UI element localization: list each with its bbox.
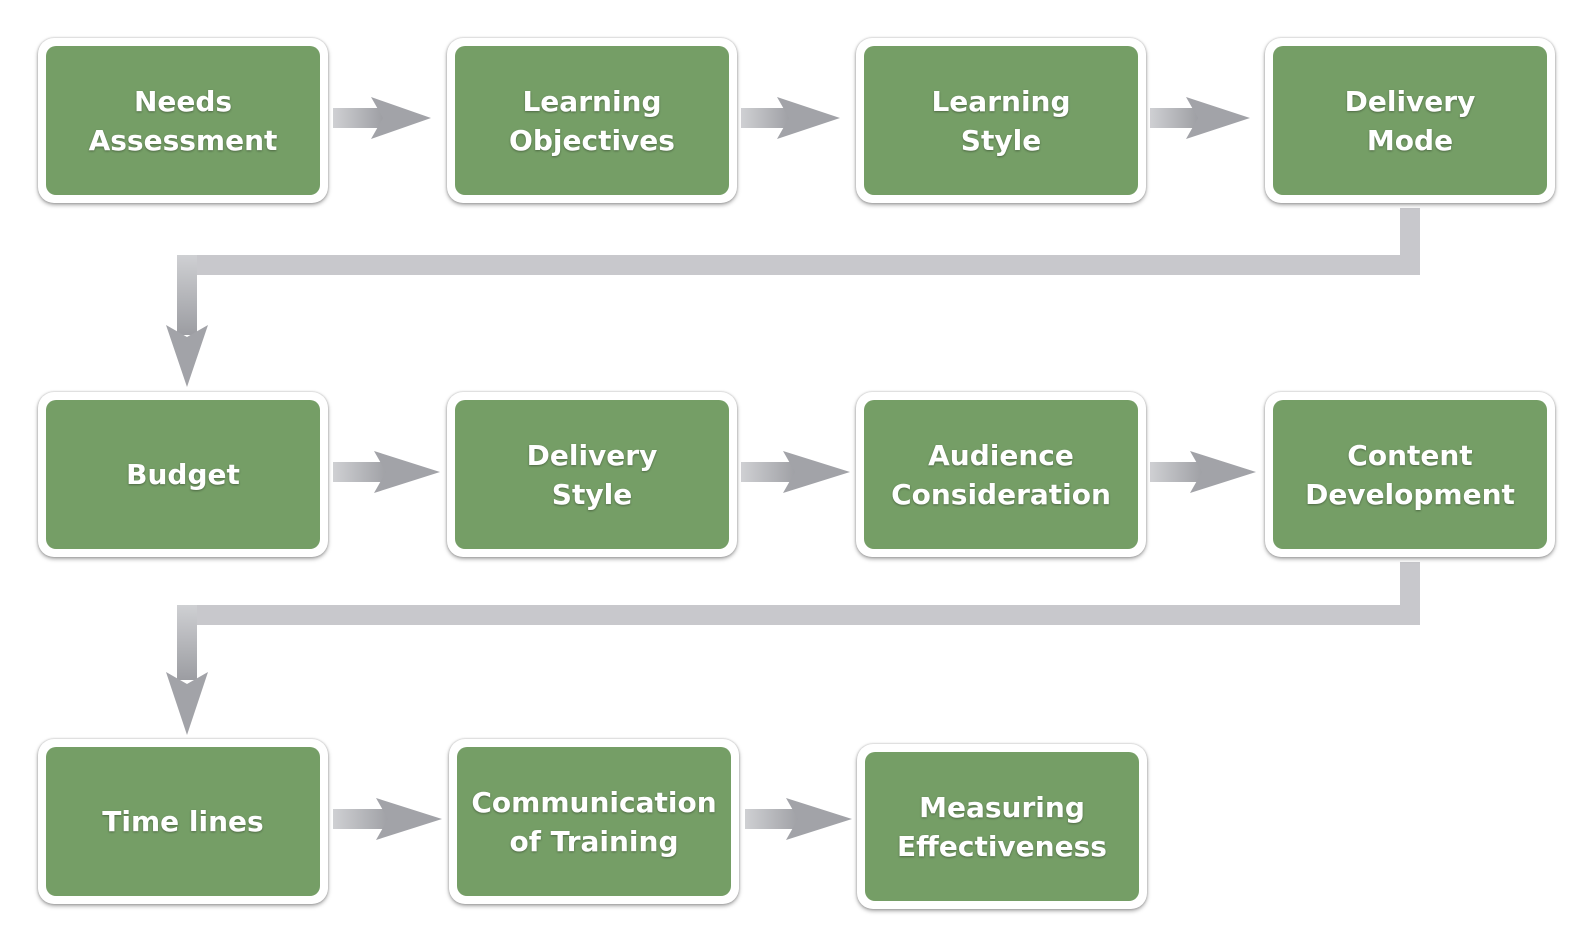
step-box: Learning Style — [864, 46, 1138, 195]
step-communication-of-training: Communication of Training — [449, 739, 739, 904]
step-measuring-effectiveness: Measuring Effectiveness — [857, 744, 1147, 909]
arrow-objectives-to-style — [741, 97, 840, 139]
step-label: Delivery Style — [526, 438, 658, 511]
step-box: Content Development — [1273, 400, 1547, 549]
step-label: Content Development — [1305, 438, 1515, 511]
step-box: Communication of Training — [457, 747, 731, 896]
step-box: Needs Assessment — [46, 46, 320, 195]
arrow-budget-to-delivery-style — [333, 451, 440, 493]
step-label: Audience Consideration — [891, 438, 1111, 511]
step-box: Delivery Mode — [1273, 46, 1547, 195]
step-label: Budget — [126, 458, 240, 491]
step-label: Time lines — [102, 805, 264, 838]
step-box: Measuring Effectiveness — [865, 752, 1139, 901]
step-delivery-mode: Delivery Mode — [1265, 38, 1555, 203]
step-learning-objectives: Learning Objectives — [447, 38, 737, 203]
arrow-audience-to-content — [1150, 451, 1256, 493]
step-learning-style: Learning Style — [856, 38, 1146, 203]
arrow-needs-to-objectives — [333, 97, 431, 139]
step-box: Audience Consideration — [864, 400, 1138, 549]
step-time-lines: Time lines — [38, 739, 328, 904]
step-delivery-style: Delivery Style — [447, 392, 737, 557]
step-box: Budget — [46, 400, 320, 549]
connector-mode-to-budget — [166, 208, 1420, 387]
arrow-delivery-style-to-audience — [741, 451, 850, 493]
step-box: Learning Objectives — [455, 46, 729, 195]
step-label: Learning Style — [931, 84, 1071, 157]
step-audience-consideration: Audience Consideration — [856, 392, 1146, 557]
step-label: Delivery Mode — [1344, 84, 1476, 157]
step-box: Delivery Style — [455, 400, 729, 549]
arrow-time-lines-to-communication — [333, 798, 442, 840]
step-content-development: Content Development — [1265, 392, 1555, 557]
arrow-style-to-mode — [1150, 97, 1250, 139]
arrow-communication-to-measuring — [745, 798, 852, 840]
step-label: Measuring Effectiveness — [897, 790, 1107, 863]
step-label: Learning Objectives — [509, 84, 675, 157]
step-label: Communication of Training — [471, 785, 717, 858]
step-needs-assessment: Needs Assessment — [38, 38, 328, 203]
connector-content-to-time-lines — [166, 562, 1420, 735]
step-budget: Budget — [38, 392, 328, 557]
step-label: Needs Assessment — [88, 84, 278, 157]
step-box: Time lines — [46, 747, 320, 896]
